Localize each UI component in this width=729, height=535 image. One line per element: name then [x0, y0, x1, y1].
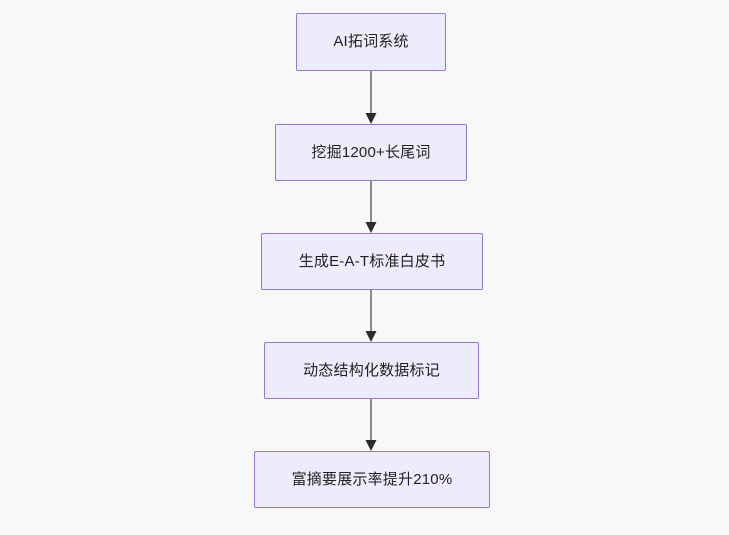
flow-node-label: 生成E-A-T标准白皮书	[298, 252, 446, 270]
edge-node3-to-node4	[365, 290, 377, 342]
edge-node1-to-node2	[365, 71, 377, 124]
flow-node-dynamic-structured-data-markup[interactable]: 动态结构化数据标记	[264, 342, 479, 399]
edge-node2-to-node3	[365, 181, 377, 233]
flow-node-mine-longtail-keywords[interactable]: 挖掘1200+长尾词	[275, 124, 467, 181]
flow-node-ai-keyword-system[interactable]: AI拓词系统	[296, 13, 446, 71]
flow-node-label: 挖掘1200+长尾词	[311, 143, 431, 161]
flow-node-label: AI拓词系统	[333, 33, 409, 50]
flow-node-label: 动态结构化数据标记	[303, 361, 440, 379]
flow-node-generate-eat-whitepaper[interactable]: 生成E-A-T标准白皮书	[261, 233, 483, 290]
edge-node4-to-node5	[365, 399, 377, 451]
flow-node-rich-snippet-impression-lift[interactable]: 富摘要展示率提升210%	[254, 451, 490, 508]
flow-node-label: 富摘要展示率提升210%	[291, 470, 453, 488]
